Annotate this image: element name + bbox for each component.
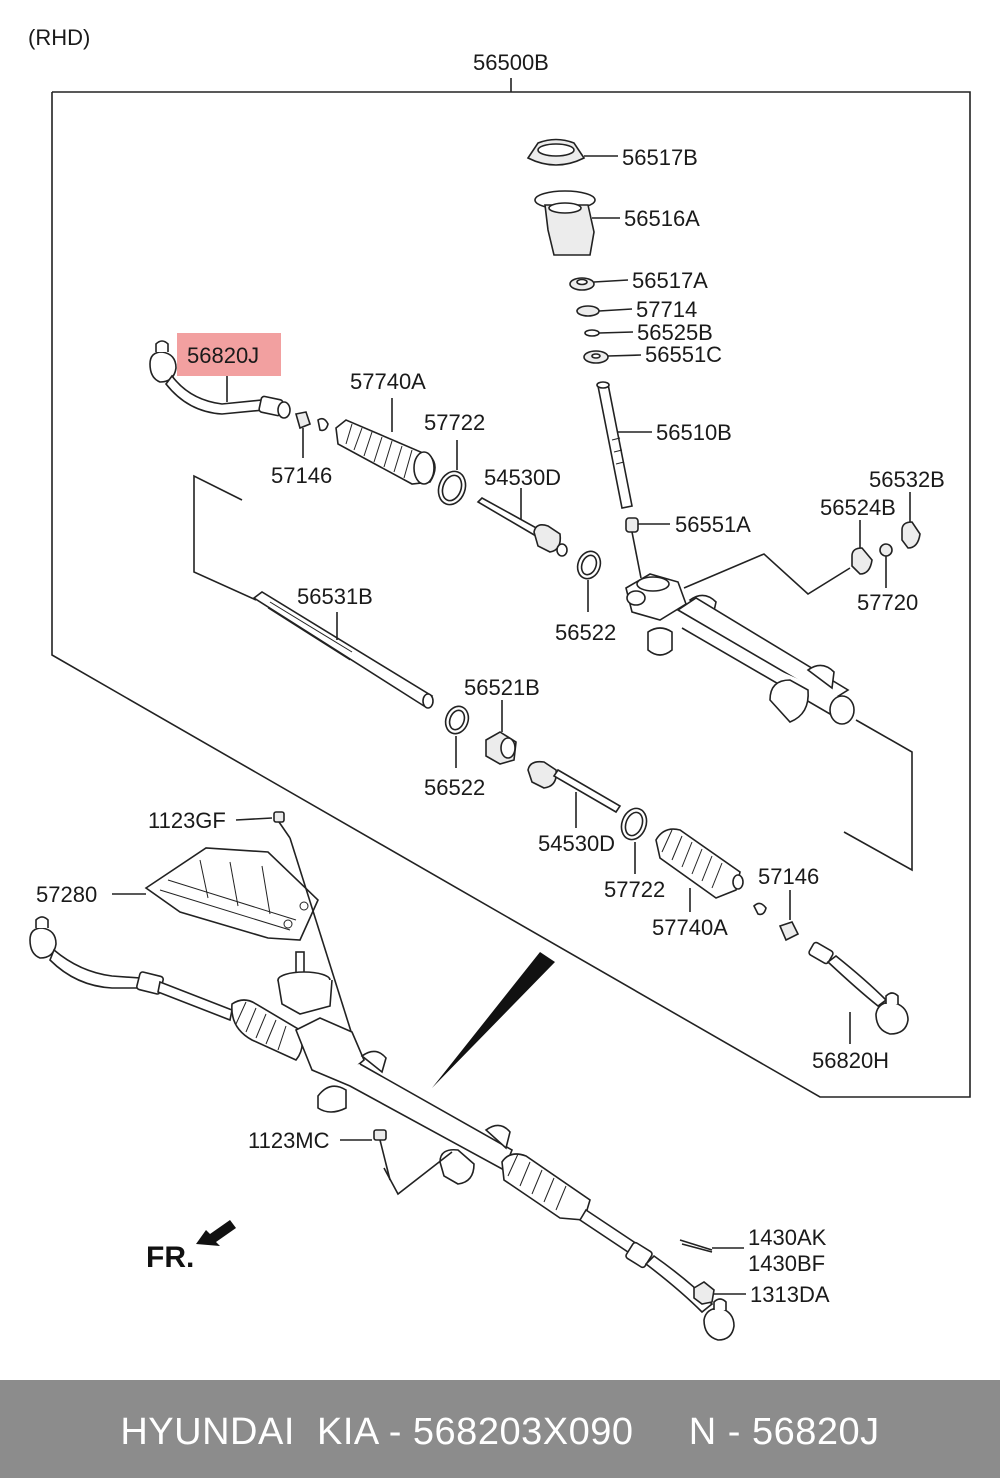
front-direction-indicator: FR. [146, 1220, 236, 1274]
part-57740A-bellows-top[interactable] [335, 398, 436, 485]
label-57720: 57720 [857, 590, 918, 615]
label-1123MC: 1123MC [248, 1128, 330, 1153]
label-57740A-low: 57740A [652, 915, 728, 940]
part-56532B-plug[interactable] [901, 492, 921, 549]
label-1430AK: 1430AK [748, 1225, 827, 1250]
part-1123MC-bolt[interactable] [340, 1129, 453, 1196]
leader-yoke-to-housing [683, 553, 851, 595]
label-56522-low: 56522 [424, 775, 485, 800]
part-57146-nut-left[interactable] [294, 411, 329, 458]
label-1430BF: 1430BF [748, 1251, 825, 1276]
label-57740A-top: 57740A [350, 369, 426, 394]
part-56521B-bush[interactable] [485, 700, 517, 765]
part-57722-clamp-low[interactable] [617, 805, 650, 874]
part-1123GF-bolt[interactable] [235, 811, 291, 839]
label-56522-mid: 56522 [555, 620, 616, 645]
part-57714-ring[interactable] [576, 305, 633, 317]
label-56820H: 56820H [812, 1048, 889, 1073]
leader-pinion-to-housing [631, 531, 642, 579]
part-56551C-bearing[interactable] [583, 350, 642, 364]
label-56551C: 56551C [645, 342, 722, 367]
leader-rack-bracket [193, 474, 257, 601]
part-56517A-washer[interactable] [569, 277, 629, 291]
label-57280: 57280 [36, 882, 97, 907]
part-56522-ring-mid[interactable] [574, 548, 604, 612]
label-56521B: 56521B [464, 675, 540, 700]
part-1430AK-cotter-pin[interactable] [679, 1239, 744, 1253]
part-56820J-tie-rod-end[interactable] [149, 340, 291, 419]
part-54530D-inner-rod-top[interactable] [476, 488, 568, 557]
direction-wedge [432, 952, 555, 1088]
label-57722-low: 57722 [604, 877, 665, 902]
assembled-left-tie-rod[interactable] [29, 916, 233, 1022]
part-57280-heat-shield[interactable] [112, 847, 319, 941]
label-57146-left: 57146 [271, 463, 332, 488]
part-57740A-bellows-low[interactable] [655, 828, 744, 912]
assembled-gear-body[interactable] [231, 951, 735, 1341]
leader-1123GF [289, 837, 361, 1061]
label-54530D-top: 54530D [484, 465, 561, 490]
label-57722-top: 57722 [424, 410, 485, 435]
parts-diagram: (RHD) 56500B 56517B 56516A 56517A 57714 … [28, 25, 971, 1341]
part-gear-housing[interactable] [625, 573, 855, 725]
part-56517B-seal[interactable] [526, 138, 618, 166]
label-56820J-text: 56820J [187, 343, 259, 368]
label-56517A: 56517A [632, 268, 708, 293]
label-1123GF: 1123GF [148, 808, 226, 833]
front-arrow-icon [196, 1220, 236, 1246]
part-56525B-clip[interactable] [584, 329, 634, 337]
part-number-footer: HYUNDAI KIA - 568203X090 N - 56820J [0, 1380, 1000, 1478]
label-56531B: 56531B [297, 584, 373, 609]
part-1313DA-nut[interactable] [693, 1281, 746, 1305]
part-57722-clamp-top[interactable] [434, 440, 470, 508]
assembly-number: 56500B [473, 50, 549, 75]
part-56551A-bearing[interactable] [625, 517, 670, 533]
label-56516A: 56516A [624, 206, 700, 231]
part-56510B-pinion[interactable] [596, 381, 652, 509]
label-56532B: 56532B [869, 467, 945, 492]
part-56522-ring-low[interactable] [442, 703, 472, 768]
label-54530D-low: 54530D [538, 831, 615, 856]
label-56524B: 56524B [820, 495, 896, 520]
part-56516A-cover[interactable] [534, 190, 620, 256]
part-56531B-rack[interactable] [252, 591, 434, 709]
part-57146-nut-right[interactable] [753, 890, 800, 942]
variant-label: (RHD) [28, 25, 90, 50]
label-56517B: 56517B [622, 145, 698, 170]
label-56525B: 56525B [637, 320, 713, 345]
label-56551A: 56551A [675, 512, 751, 537]
label-57146-right: 57146 [758, 864, 819, 889]
label-56510B: 56510B [656, 420, 732, 445]
label-1313DA: 1313DA [750, 1282, 830, 1307]
part-56524B-yoke[interactable] [851, 520, 873, 575]
footer-text: HYUNDAI KIA - 568203X090 N - 56820J [120, 1411, 880, 1453]
assembly-boundary [51, 78, 971, 1098]
fr-label: FR. [146, 1241, 194, 1274]
part-57720-nut[interactable] [879, 543, 893, 588]
leader-right-bracket [843, 719, 913, 872]
part-56820H-tie-rod-end[interactable] [808, 941, 909, 1044]
label-57714: 57714 [636, 297, 697, 322]
highlight-box [177, 333, 281, 376]
part-54530D-inner-rod-low[interactable] [527, 760, 622, 828]
